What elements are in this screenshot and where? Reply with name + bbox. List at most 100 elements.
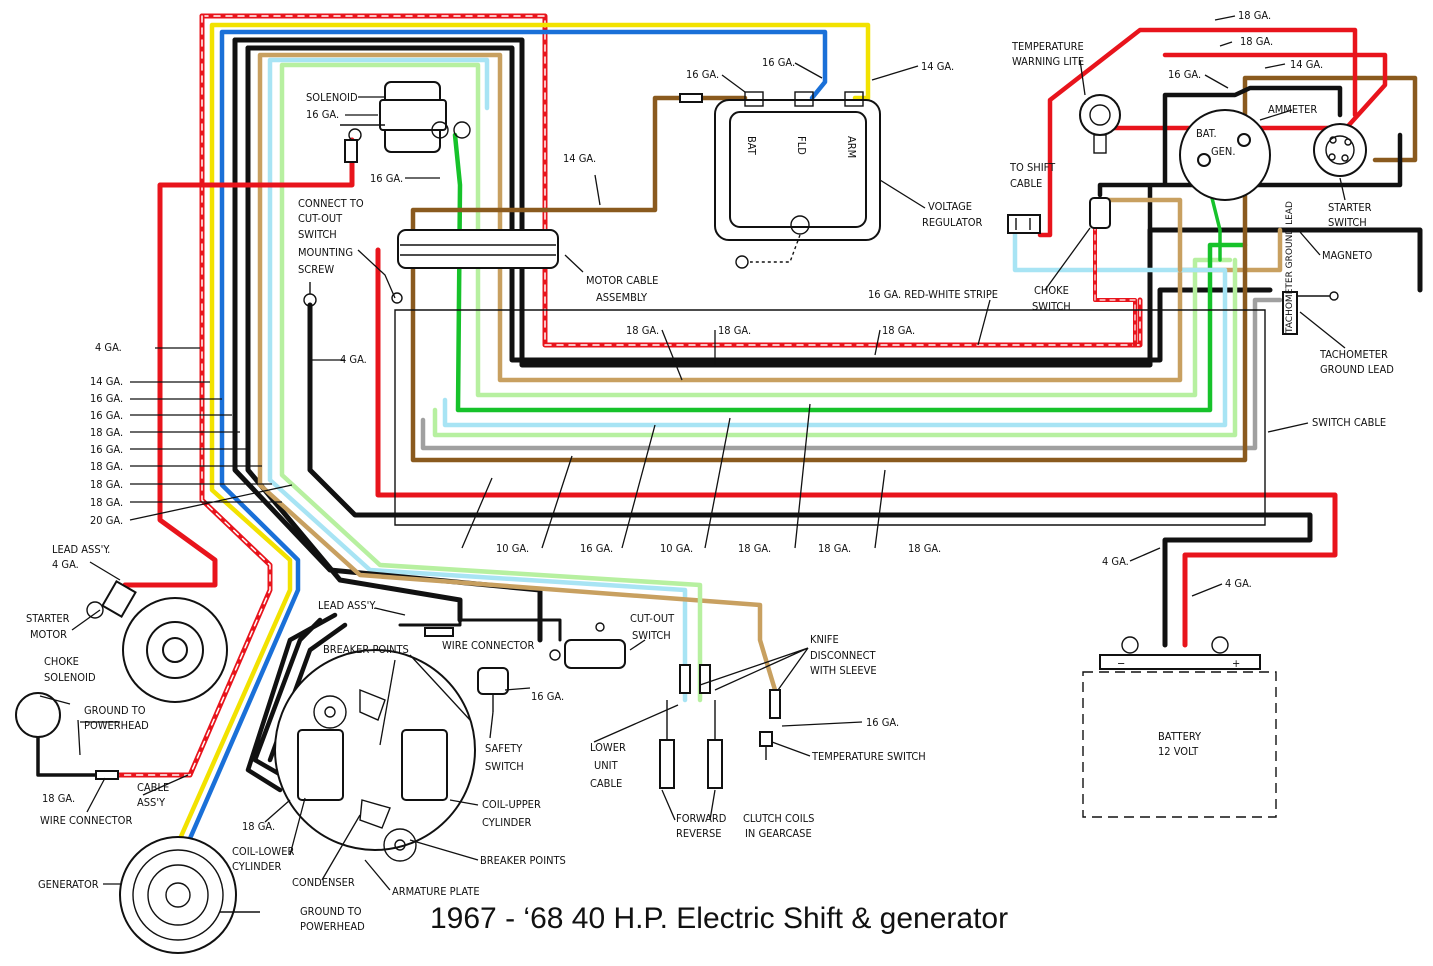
tachometer-ground-tag: TACHOMETER GROUND LEAD <box>1282 201 1339 335</box>
label-gen-meter: GEN. <box>1211 145 1235 158</box>
label-choke-solenoid-1: CHOKE <box>44 655 79 668</box>
label-starter-switch-2: SWITCH <box>1328 216 1367 229</box>
label-sol-16ga: 16 GA. <box>306 108 339 121</box>
label-16ga-temp: 16 GA. <box>866 716 899 729</box>
wire-green <box>452 132 1248 413</box>
wire-black-d <box>245 45 463 623</box>
label-lower-unit-2: UNIT <box>594 759 619 772</box>
leader-lines <box>39 15 1346 891</box>
starter-switch <box>1313 123 1367 177</box>
label-14ga-mid: 14 GA. <box>563 152 596 165</box>
label-ga-left-3: 16 GA. <box>90 409 123 422</box>
label-ground-ph2-1: GROUND TO <box>300 905 362 918</box>
label-bot-ga-1: 10 GA. <box>496 542 529 555</box>
label-wire-connector-mid: WIRE CONNECTOR <box>442 639 534 652</box>
label-ga-left-1: 14 GA. <box>90 375 123 388</box>
label-16ga-tr: 16 GA. <box>1168 68 1201 81</box>
label-lower-unit-1: LOWER <box>590 741 626 754</box>
label-ammeter: AMMETER <box>1268 103 1317 116</box>
wire-harness <box>36 13 1423 853</box>
label-connect-4: MOUNTING <box>298 246 353 259</box>
starter-motor <box>86 580 228 703</box>
label-lead-assy-2: 4 GA. <box>52 558 79 571</box>
label-18ga-c: 18 GA. <box>882 324 915 337</box>
knife-disconnect <box>679 664 781 719</box>
label-clutch-2: IN GEARCASE <box>745 827 812 840</box>
label-forward: FORWARD <box>676 812 727 825</box>
label-tach-ground-1: TACHOMETER <box>1319 348 1388 361</box>
label-to-shift-1: TO SHIFT <box>1009 161 1056 174</box>
label-knife-3: WITH SLEEVE <box>810 664 877 677</box>
label-cable-assy-2: ASS'Y <box>137 796 166 809</box>
label-ga-left-9: 20 GA. <box>90 514 123 527</box>
label-temp-switch: TEMPERATURE SWITCH <box>811 750 926 763</box>
label-ground-ph2-2: POWERHEAD <box>300 920 365 933</box>
label-bot-ga-3: 10 GA. <box>660 542 693 555</box>
label-ga-left-2: 16 GA. <box>90 392 123 405</box>
label-16ga-mid: 16 GA. <box>531 690 564 703</box>
label-magneto: MAGNETO <box>1322 249 1372 262</box>
label-bot-ga-6: 18 GA. <box>908 542 941 555</box>
label-cable-assy-1: CABLE <box>137 781 169 794</box>
label-battery-plus: + <box>1232 657 1240 670</box>
label-temp-warning-1: TEMPERATURE <box>1011 40 1084 53</box>
temperature-warning-lite <box>1079 94 1121 154</box>
generator <box>119 836 260 954</box>
label-ga-left-8: 18 GA. <box>90 496 123 509</box>
labels: SOLENOID 16 GA. 16 GA. 16 GA. 14 GA. 14 … <box>26 9 1394 933</box>
label-choke-solenoid-2: SOLENOID <box>44 671 96 684</box>
wire-yellow <box>172 22 871 853</box>
label-tach-ground-2: GROUND LEAD <box>1320 363 1394 376</box>
label-choke-switch-2: SWITCH <box>1032 300 1071 313</box>
label-connect-1: CONNECT TO <box>298 197 364 210</box>
label-ga-left-7: 18 GA. <box>90 478 123 491</box>
label-18ga-tr2: 18 GA. <box>1240 35 1273 48</box>
label-16ga-top2: 16 GA. <box>762 56 795 69</box>
label-ga-left-4: 18 GA. <box>90 426 123 439</box>
label-starter-motor-1: STARTER <box>26 612 70 625</box>
label-generator: GENERATOR <box>38 878 99 891</box>
label-knife-1: KNIFE <box>810 633 839 646</box>
label-motor-cable-1: MOTOR CABLE <box>586 274 658 287</box>
wire-blue <box>182 29 828 853</box>
wire-connector-left <box>95 770 119 780</box>
label-breaker-points-2: BREAKER POINTS <box>480 854 566 867</box>
label-solenoid: SOLENOID <box>306 91 358 104</box>
label-voltage-reg-2: REGULATOR <box>922 216 983 229</box>
label-bat-meter: BAT. <box>1196 127 1217 140</box>
label-18ga-a: 18 GA. <box>626 324 659 337</box>
label-starter-switch-1: STARTER <box>1328 201 1372 214</box>
label-14ga-top: 14 GA. <box>921 60 954 73</box>
label-4ga-left: 4 GA. <box>95 341 122 354</box>
wire-light-green <box>279 62 1233 703</box>
temperature-switch <box>759 731 773 760</box>
label-armature-plate: ARMATURE PLATE <box>392 885 480 898</box>
label-battery-2: 12 VOLT <box>1158 745 1199 758</box>
label-bat: BAT <box>745 136 758 156</box>
label-motor-cable-2: ASSEMBLY <box>596 291 648 304</box>
wire-black-battery <box>307 302 1313 648</box>
wire-black-a <box>232 37 1423 368</box>
label-connect-5: SCREW <box>298 263 334 276</box>
solenoid <box>340 81 471 163</box>
label-bot-ga-2: 16 GA. <box>580 542 613 555</box>
label-condenser: CONDENSER <box>292 876 355 889</box>
label-voltage-reg-1: VOLTAGE <box>928 200 972 213</box>
voltage-regulator <box>714 91 881 269</box>
label-connect-2: CUT-OUT <box>298 212 343 225</box>
label-connect-3: SWITCH <box>298 228 337 241</box>
ammeter <box>1179 109 1271 201</box>
label-arm: ARM <box>845 136 858 158</box>
label-coil-upper-1: COIL-UPPER <box>482 798 541 811</box>
label-16ga-sol2: 16 GA. <box>370 172 403 185</box>
label-coil-upper-2: CYLINDER <box>482 816 531 829</box>
label-lead-assy-1: LEAD ASS'Y. <box>52 543 110 556</box>
label-switch-cable: SWITCH CABLE <box>1312 416 1386 429</box>
choke-switch <box>1089 197 1111 229</box>
label-18ga-tr1: 18 GA. <box>1238 9 1271 22</box>
label-18ga-coil: 18 GA. <box>242 820 275 833</box>
label-safety-switch-2: SWITCH <box>485 760 524 773</box>
label-coil-lower-1: COIL-LOWER <box>232 845 294 858</box>
label-lower-unit-3: CABLE <box>590 777 622 790</box>
